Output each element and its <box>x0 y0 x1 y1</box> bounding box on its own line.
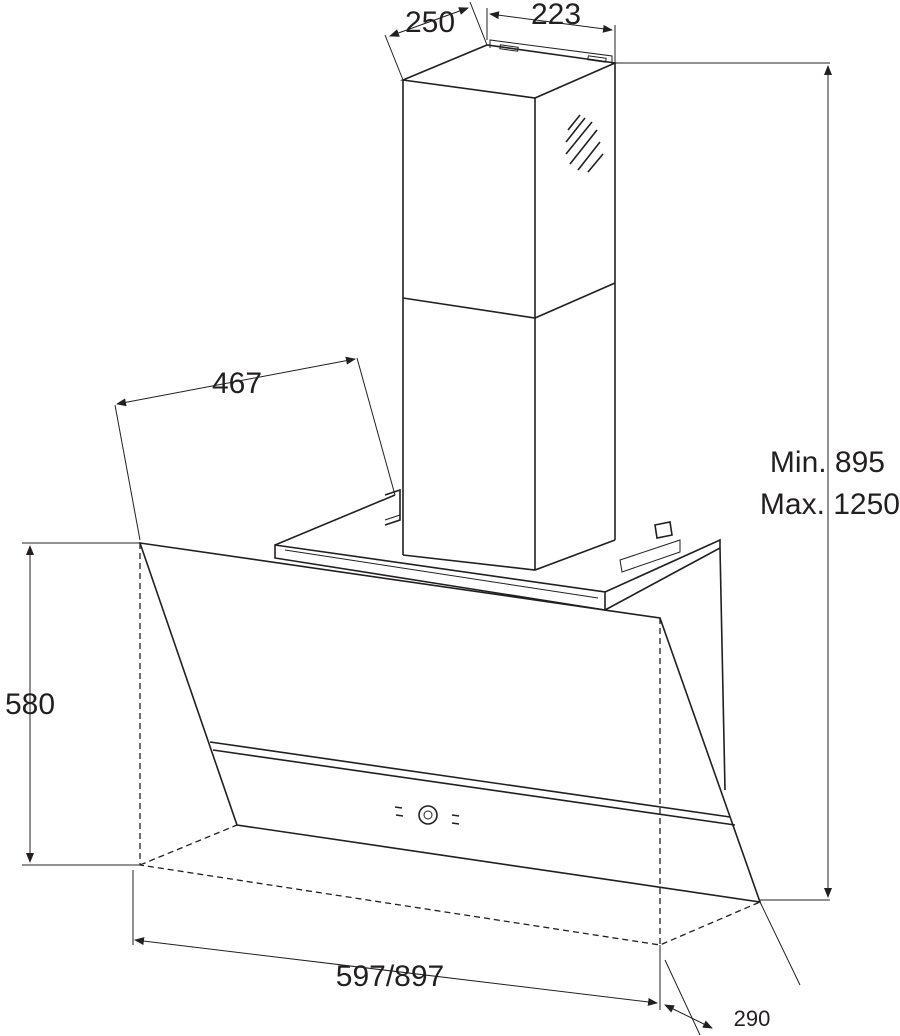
chimney <box>399 39 618 571</box>
mounting-plate <box>274 488 721 611</box>
label-width: 597/897 <box>336 960 444 993</box>
label-bottom-depth: 290 <box>734 1006 771 1031</box>
vent-slots <box>565 114 604 173</box>
label-height-min: Min. 895 <box>770 446 885 479</box>
control-panel <box>394 805 460 825</box>
label-hood-height: 580 <box>5 688 55 721</box>
label-height-max: Max. 1250 <box>760 488 900 521</box>
glass-panel <box>138 542 762 903</box>
label-chimney-depth: 250 <box>405 6 455 39</box>
dimension-lines <box>22 1 832 1036</box>
control-knob-icon <box>418 805 438 825</box>
label-hood-depth-top: 467 <box>212 367 262 400</box>
label-chimney-width: 223 <box>531 0 581 31</box>
projection-lines <box>139 543 761 946</box>
